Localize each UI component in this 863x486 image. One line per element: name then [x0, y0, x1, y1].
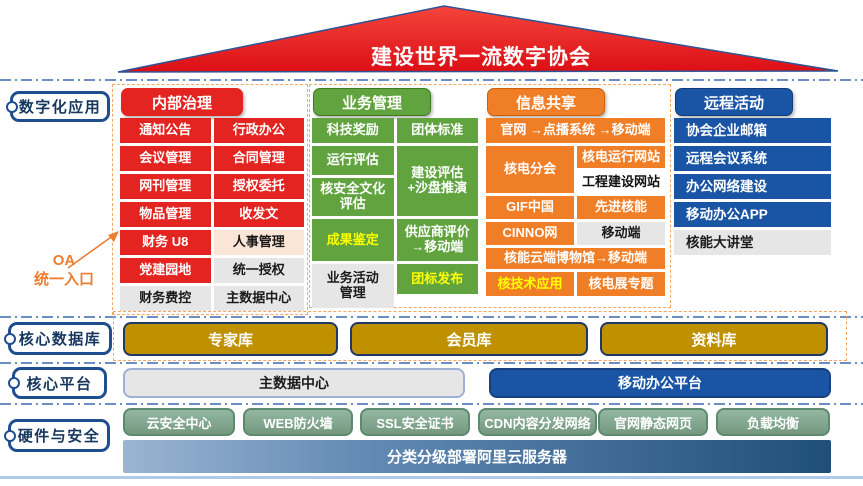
pin-icon: [4, 429, 16, 442]
separator-line: [0, 316, 863, 318]
app-cell: 成果鉴定: [312, 219, 394, 261]
app-cell: 核电运行网站: [577, 146, 665, 168]
app-cell: 协会企业邮箱: [674, 118, 831, 143]
oa-entry-line2: 统一入口: [33, 270, 94, 288]
security-box: 云安全中心: [123, 408, 235, 436]
app-cell: 科技奖励: [312, 118, 394, 143]
db-box-archives: 资料库: [600, 322, 828, 356]
app-cell: 收发文: [213, 202, 304, 227]
dashed-outline-database: [113, 311, 847, 361]
app-cell: 统一授权: [213, 258, 304, 283]
side-label-text: 核心数据库: [18, 331, 102, 348]
side-label-core-platform: 核心平台: [8, 367, 107, 399]
app-cell: 远程会议系统: [674, 146, 831, 171]
db-box-experts: 专家库: [123, 322, 338, 356]
app-cell: 业务活动 管理: [312, 264, 394, 308]
app-cell: 核电分会: [486, 146, 574, 193]
app-cell: 会议管理: [120, 146, 211, 171]
server-bar: 分类分级部署阿里云服务器: [123, 440, 831, 473]
app-cell: 团体标准: [396, 118, 478, 143]
platform-box-master-data: 主数据中心: [123, 368, 465, 398]
oa-entry-line1: OA: [52, 252, 76, 269]
app-cell: 移动端: [577, 222, 665, 245]
app-cell: GIF中国: [486, 196, 574, 219]
platform-box-mobile-office: 移动办公平台: [489, 368, 831, 398]
dashed-outline-internal: [112, 84, 308, 315]
app-cell: 核能云端博物馆→移动端: [486, 248, 665, 269]
side-label-digital-apps: 数字化应用: [6, 91, 110, 122]
dashed-outline-business-info: [309, 84, 671, 308]
security-box: CDN内容分发网络: [478, 408, 597, 436]
security-box: SSL安全证书: [360, 408, 470, 436]
side-label-core-database: 核心数据库: [4, 322, 112, 355]
oa-entry-label: OA 统一入口: [18, 252, 110, 290]
bottom-accent-line: [0, 476, 863, 479]
side-label-hardware-security: 硬件与安全: [4, 419, 110, 452]
security-box: 官网静态网页: [598, 408, 708, 436]
app-cell: 授权委托: [213, 174, 304, 199]
roof-banner-shape: [117, 5, 839, 73]
app-cell: 合同管理: [213, 146, 304, 171]
oa-arrow-icon: [67, 231, 119, 269]
column-header-remote-activities: 远程活动: [675, 88, 793, 116]
app-cell: 物品管理: [120, 202, 211, 227]
column-internal-governance: 通知公告 行政办公 会议管理 合同管理 网刊管理 授权委托 物品管理 收发文 财…: [120, 118, 304, 311]
app-cell: 官网 →点播系统 →移动端: [486, 118, 665, 143]
app-cell: 行政办公: [213, 118, 304, 143]
pin-icon: [4, 332, 16, 345]
app-cell: 先进核能: [577, 196, 665, 219]
app-cell: 移动办公APP: [674, 202, 831, 227]
security-box: 负载均衡: [716, 408, 830, 436]
page-title: 建设世界一流数字协会: [371, 46, 591, 69]
app-cell: 网刊管理: [120, 174, 211, 199]
app-cell: 供应商评价 →移动端: [396, 219, 478, 261]
column-header-business-management: 业务管理: [313, 88, 431, 116]
app-cell: 办公网络建设: [674, 174, 831, 199]
side-label-text: 数字化应用: [18, 99, 102, 116]
app-cell: 主数据中心: [213, 286, 304, 311]
app-cell: 运行评估: [312, 146, 394, 175]
app-cell: 财务 U8: [120, 230, 211, 255]
column-remote-activities: 协会企业邮箱 远程会议系统 办公网络建设 移动办公APP 核能大讲堂: [674, 118, 831, 255]
app-cell: 核电展专题: [577, 272, 665, 296]
pin-icon: [6, 100, 18, 113]
separator-line: [0, 403, 863, 405]
column-business-management: 科技奖励 团体标准 运行评估 建设评估 +沙盘推演 核安全文化 评估 成果鉴定 …: [312, 118, 478, 308]
app-cell: 通知公告: [120, 118, 211, 143]
db-box-members: 会员库: [350, 322, 588, 356]
separator-line: [0, 79, 863, 81]
side-label-text: 核心平台: [26, 375, 93, 393]
app-cell: 核能大讲堂: [674, 230, 831, 255]
pin-icon: [8, 377, 20, 389]
app-cell: 党建园地: [120, 258, 211, 283]
app-cell: 人事管理: [213, 230, 304, 255]
app-cell: 工程建设网站: [577, 171, 665, 193]
column-header-internal-governance: 内部治理: [121, 88, 243, 116]
app-cell: 核技术应用: [486, 272, 574, 296]
app-cell: 核安全文化 评估: [312, 178, 394, 216]
app-cell: CINNO网: [486, 222, 574, 245]
separator-line: [0, 362, 863, 364]
security-box: WEB防火墙: [243, 408, 353, 436]
app-cell: 团标发布: [396, 264, 478, 294]
app-cell: 建设评估 +沙盘推演: [396, 146, 478, 216]
side-label-text: 硬件与安全: [17, 428, 101, 445]
column-header-information-sharing: 信息共享: [487, 88, 605, 116]
column-information-sharing: 官网 →点播系统 →移动端 核电分会 核电运行网站 工程建设网站 GIF中国 先…: [486, 118, 665, 296]
app-cell: 财务费控: [120, 286, 211, 311]
